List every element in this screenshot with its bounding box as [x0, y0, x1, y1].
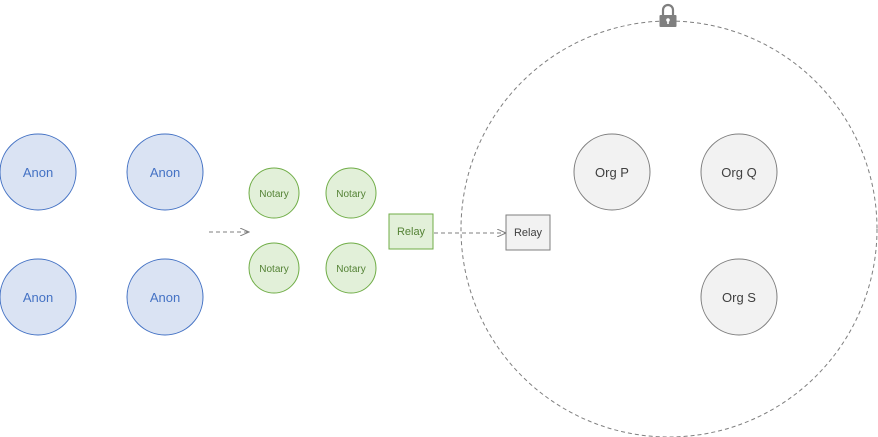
org-node-label: Org P — [595, 165, 629, 180]
secure-boundary — [460, 20, 878, 437]
org-node-label: Org Q — [721, 165, 756, 180]
org-node-q: Org Q — [700, 133, 778, 211]
relay-outer-label: Relay — [397, 226, 426, 238]
relay-inner-label: Relay — [514, 227, 543, 239]
anon-node-label: Anon — [23, 165, 53, 180]
anon-node: Anon — [0, 258, 77, 336]
notary-node-label: Notary — [259, 189, 288, 200]
anon-node-label: Anon — [150, 165, 180, 180]
notary-node: Notary — [248, 242, 300, 294]
anon-node-label: Anon — [150, 290, 180, 305]
notary-node-label: Notary — [336, 264, 365, 275]
anon-node-label: Anon — [23, 290, 53, 305]
anon-node: Anon — [126, 133, 204, 211]
notary-node: Notary — [248, 167, 300, 219]
org-node-label: Org S — [722, 290, 756, 305]
lock-icon — [659, 3, 677, 27]
anon-node: Anon — [0, 133, 77, 211]
notary-node: Notary — [325, 242, 377, 294]
org-node-p: Org P — [573, 133, 651, 211]
notary-node-label: Notary — [259, 264, 288, 275]
anon-node: Anon — [126, 258, 204, 336]
notary-node: Notary — [325, 167, 377, 219]
notary-node-label: Notary — [336, 189, 365, 200]
relay-outer: Relay — [388, 213, 434, 250]
relay-inner: Relay — [505, 214, 551, 251]
org-node-s: Org S — [700, 258, 778, 336]
